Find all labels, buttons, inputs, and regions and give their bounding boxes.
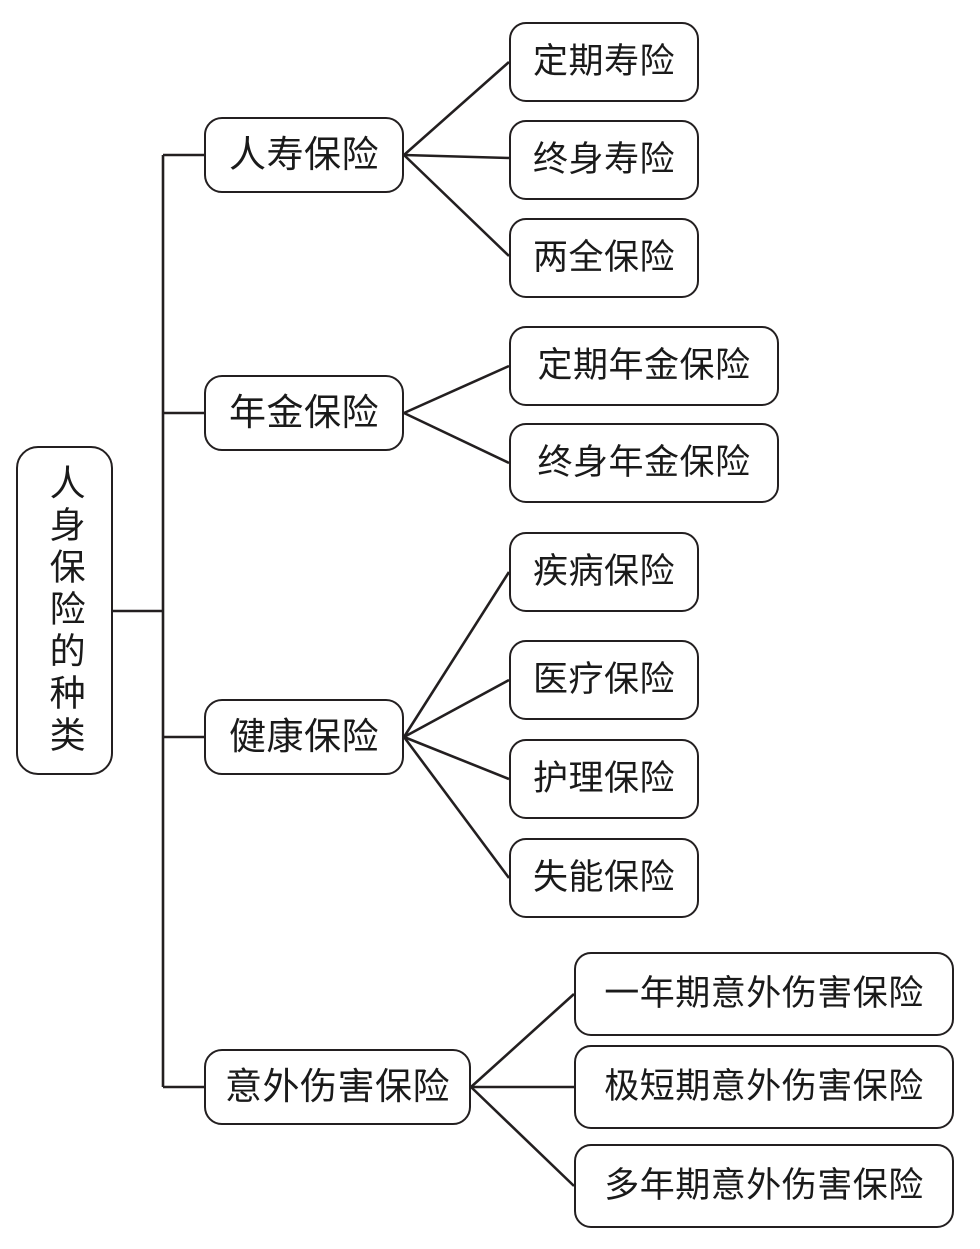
leaf-node-whole-life-insurance-label: 终身寿险 (532, 139, 675, 179)
edge-health-to-nursing (403, 735, 510, 781)
edge-life-to-term (403, 61, 510, 156)
branch-node-accident-insurance-label: 意外伤害保险 (225, 1065, 450, 1107)
leaf-node-whole-life-annuity-insurance[interactable]: 终身年金保险 (509, 423, 779, 503)
leaf-node-disability-insurance-label: 失能保险 (532, 857, 675, 897)
leaf-node-ultra-short-term-accident-insurance-label: 极短期意外伤害保险 (604, 1066, 924, 1106)
leaf-node-medical-insurance[interactable]: 医疗保险 (509, 640, 699, 720)
leaf-node-term-life-insurance[interactable]: 定期寿险 (509, 22, 699, 102)
edge-accident-to-oneyear (470, 993, 575, 1088)
leaf-node-whole-life-insurance[interactable]: 终身寿险 (509, 120, 699, 200)
edge-accident-to-multiyear (470, 1086, 575, 1187)
edge-health-to-disease (402, 571, 511, 738)
branch-node-health-insurance-label: 健康保险 (229, 715, 379, 757)
leaf-node-nursing-care-insurance[interactable]: 护理保险 (509, 739, 699, 819)
branch-node-life-insurance[interactable]: 人寿保险 (204, 117, 404, 193)
root-node-label: 人身保险的种类 (44, 463, 86, 758)
edge-annuity-to-term (403, 364, 510, 415)
leaf-node-disease-insurance[interactable]: 疾病保险 (509, 532, 699, 612)
branch-node-annuity-insurance[interactable]: 年金保险 (204, 375, 404, 451)
leaf-node-endowment-insurance[interactable]: 两全保险 (509, 218, 699, 298)
edge-annuity-to-whole (403, 411, 510, 465)
leaf-node-term-annuity-insurance[interactable]: 定期年金保险 (509, 326, 779, 406)
branch-node-life-insurance-label: 人寿保险 (229, 133, 379, 175)
leaf-node-multi-year-accident-insurance[interactable]: 多年期意外伤害保险 (574, 1144, 954, 1228)
leaf-node-nursing-care-insurance-label: 护理保险 (532, 758, 675, 798)
branch-node-health-insurance[interactable]: 健康保险 (204, 699, 404, 775)
leaf-node-one-year-accident-insurance-label: 一年期意外伤害保险 (604, 973, 924, 1013)
leaf-node-disease-insurance-label: 疾病保险 (532, 551, 675, 591)
branch-node-annuity-insurance-label: 年金保险 (229, 391, 379, 433)
root-node-personal-insurance-types[interactable]: 人身保险的种类 (16, 446, 113, 775)
leaf-node-disability-insurance[interactable]: 失能保险 (509, 838, 699, 918)
leaf-node-term-annuity-insurance-label: 定期年金保险 (537, 345, 751, 385)
edge-health-to-medical (403, 678, 510, 739)
leaf-node-one-year-accident-insurance[interactable]: 一年期意外伤害保险 (574, 952, 954, 1036)
leaf-node-medical-insurance-label: 医疗保险 (532, 659, 675, 699)
leaf-node-multi-year-accident-insurance-label: 多年期意外伤害保险 (604, 1165, 924, 1205)
leaf-node-whole-life-annuity-insurance-label: 终身年金保险 (537, 442, 751, 482)
leaf-node-endowment-insurance-label: 两全保险 (532, 237, 675, 277)
leaf-node-term-life-insurance-label: 定期寿险 (532, 41, 675, 81)
edge-life-to-whole (403, 153, 510, 160)
leaf-node-ultra-short-term-accident-insurance[interactable]: 极短期意外伤害保险 (574, 1045, 954, 1129)
edge-life-to-endowment (403, 154, 510, 257)
edge-health-to-disability (402, 736, 511, 879)
branch-node-accident-insurance[interactable]: 意外伤害保险 (204, 1049, 471, 1125)
